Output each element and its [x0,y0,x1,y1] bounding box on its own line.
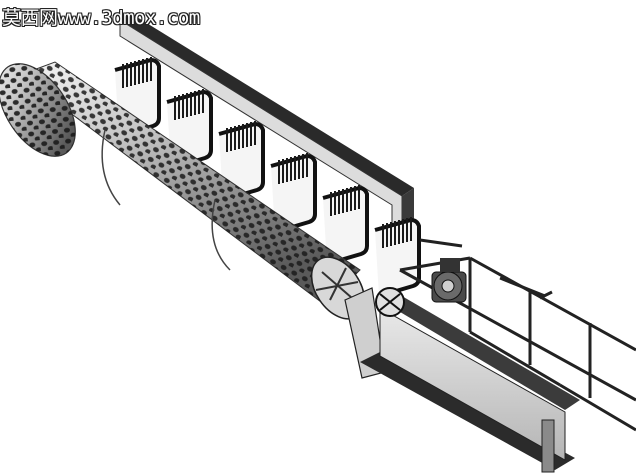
drive-motor [431,258,467,303]
drum-seam [211,199,231,271]
perforated-drum [0,61,366,320]
drum-spokes [315,267,359,301]
heater-panel [270,153,317,234]
heater-panel [374,217,421,298]
heater-panel [322,185,369,266]
base-beam [360,292,580,473]
drum-seam [101,129,121,206]
watermark-text: 莫西网www.3dmox.com [2,7,200,29]
drive-pulley [375,287,405,317]
